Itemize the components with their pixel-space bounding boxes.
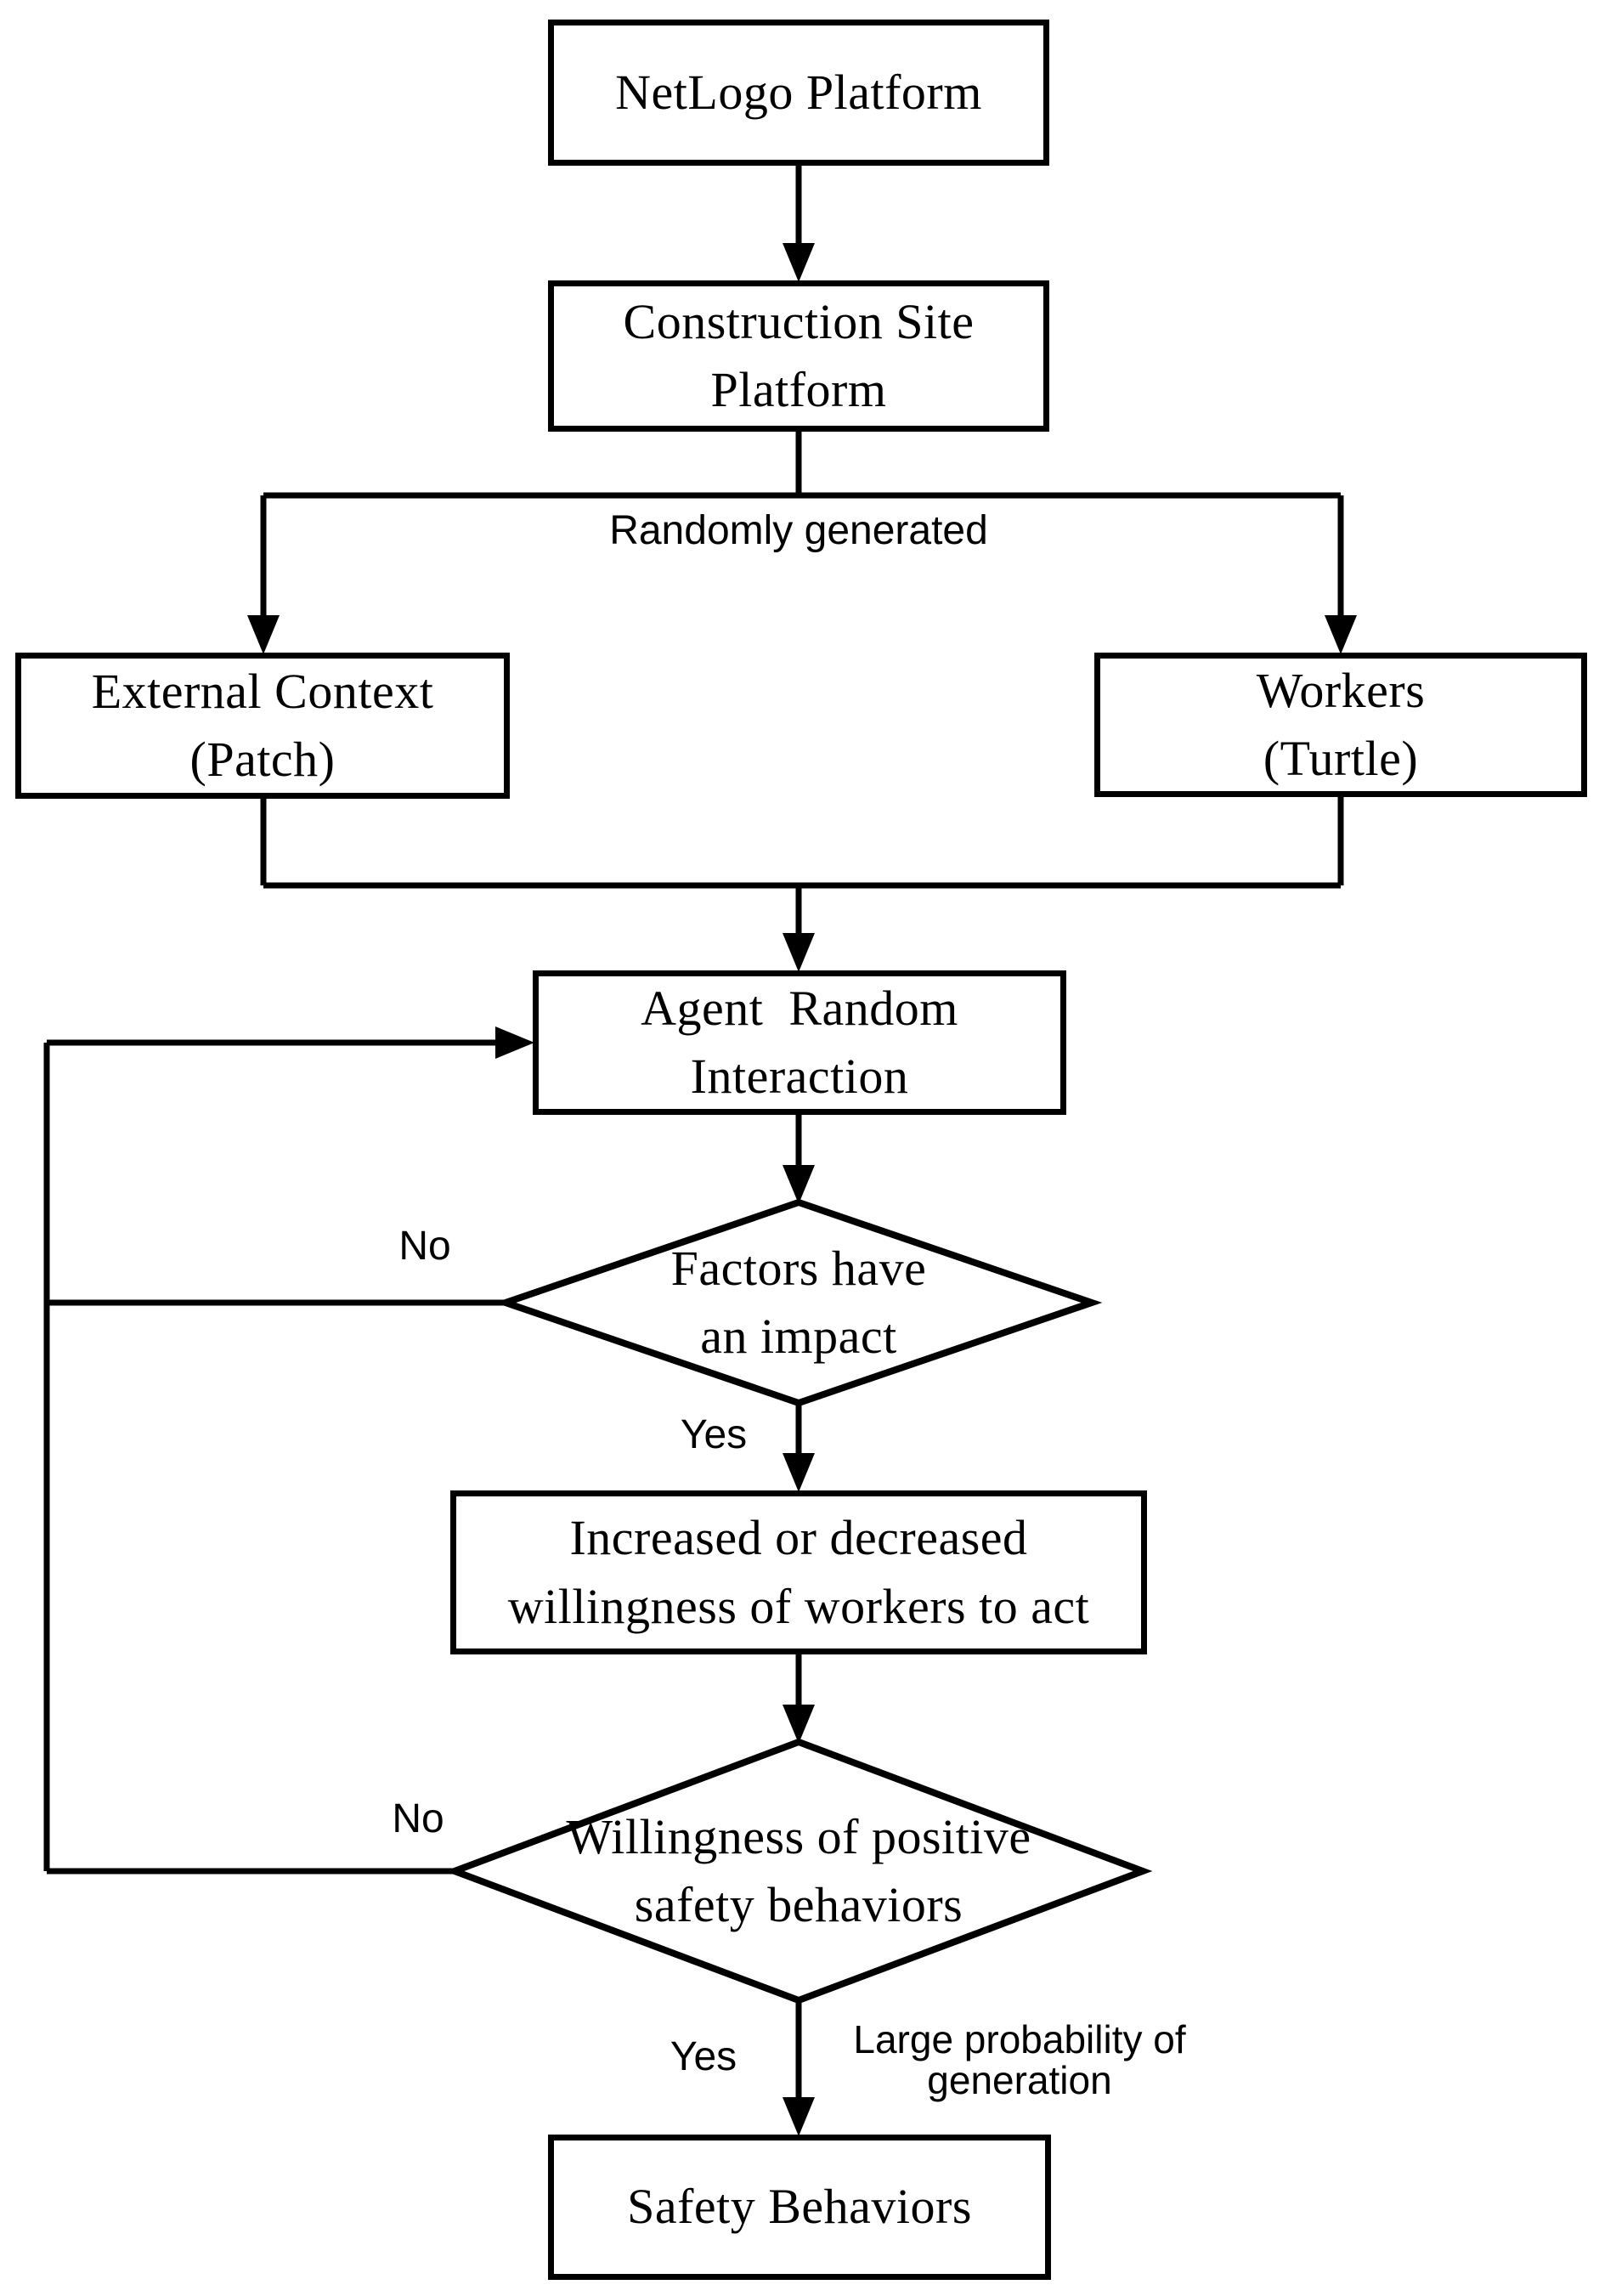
node-workers-turtle-label: Workers (Turtle) (1256, 662, 1426, 786)
decision-willingness-label: Willingness of positive safety behaviors (566, 1808, 1031, 1932)
node-netlogo-platform: NetLogo Platform (548, 20, 1049, 166)
arrow-into-construction (783, 243, 815, 282)
edge-label-large-probability: Large probability of generation (853, 2017, 1186, 2103)
arrow-into-agent (783, 933, 815, 972)
node-external-context-patch: External Context (Patch) (15, 653, 510, 799)
decision-factors-label: Factors have an impact (670, 1240, 927, 1364)
edge-label-randomly-generated: Randomly generated (609, 508, 988, 553)
arrow-into-external (247, 615, 280, 654)
arrow-into-decision1 (783, 1165, 815, 1204)
arrow-into-safety (783, 2097, 815, 2136)
node-construction-site-platform-label: Construction Site Platform (623, 293, 975, 417)
node-external-context-patch-label: External Context (Patch) (91, 663, 434, 787)
node-netlogo-platform-label: NetLogo Platform (615, 64, 982, 120)
decision-factors-label-wrap: Factors have an impact (506, 1213, 1092, 1393)
decision-diamond-willingness (444, 1738, 1153, 2005)
node-increased-decreased-willingness: Increased or decreased willingness of wo… (450, 1490, 1147, 1654)
arrow-into-decision2 (783, 1705, 815, 1744)
node-construction-site-platform: Construction Site Platform (548, 280, 1049, 432)
node-agent-random-interaction: Agent Random Interaction (533, 970, 1066, 1115)
arrow-loop-into-agent (495, 1026, 534, 1059)
edge-label-yes-factors: Yes (680, 1412, 748, 1457)
edge-label-yes-willingness: Yes (670, 2034, 737, 2079)
node-increased-decreased-willingness-label: Increased or decreased willingness of wo… (507, 1510, 1090, 1634)
arrow-into-increased (783, 1453, 815, 1492)
arrowheads (247, 243, 1357, 2136)
decision-diamond-factors (494, 1198, 1103, 1407)
edge-label-no-willingness: No (392, 1796, 444, 1841)
node-safety-behaviors-label: Safety Behaviors (627, 2179, 972, 2235)
node-safety-behaviors: Safety Behaviors (548, 2135, 1051, 2280)
decision-willingness-label-wrap: Willingness of positive safety behaviors (455, 1752, 1143, 1990)
node-workers-turtle: Workers (Turtle) (1094, 653, 1587, 797)
edge-label-no-factors: No (398, 1224, 451, 1269)
arrow-into-workers (1325, 615, 1357, 654)
node-agent-random-interaction-label: Agent Random Interaction (641, 980, 958, 1104)
